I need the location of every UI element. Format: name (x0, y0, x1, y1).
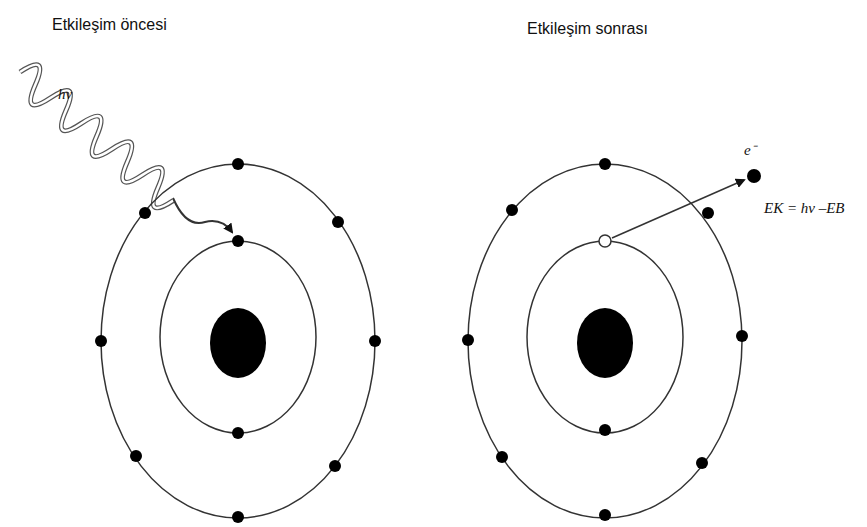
ejection-arrow (612, 180, 744, 238)
nucleus (210, 308, 266, 378)
ejected-electron (747, 169, 761, 183)
atom-before (101, 164, 375, 518)
electron-symbol: e⁻ (744, 142, 756, 159)
photon-wave (9, 59, 184, 214)
electrons (462, 158, 748, 521)
photon-symbol: hν (58, 86, 72, 103)
electron-hole (599, 235, 611, 247)
nucleus (577, 308, 633, 378)
panel-heading: Etkileşim sonrası (527, 20, 648, 38)
photon-arrow (173, 198, 232, 232)
energy-equation: EK = hν –EB (764, 200, 845, 217)
atom-after (468, 164, 742, 518)
electrons (95, 158, 381, 523)
panel-heading: Etkileşim öncesi (52, 16, 167, 34)
